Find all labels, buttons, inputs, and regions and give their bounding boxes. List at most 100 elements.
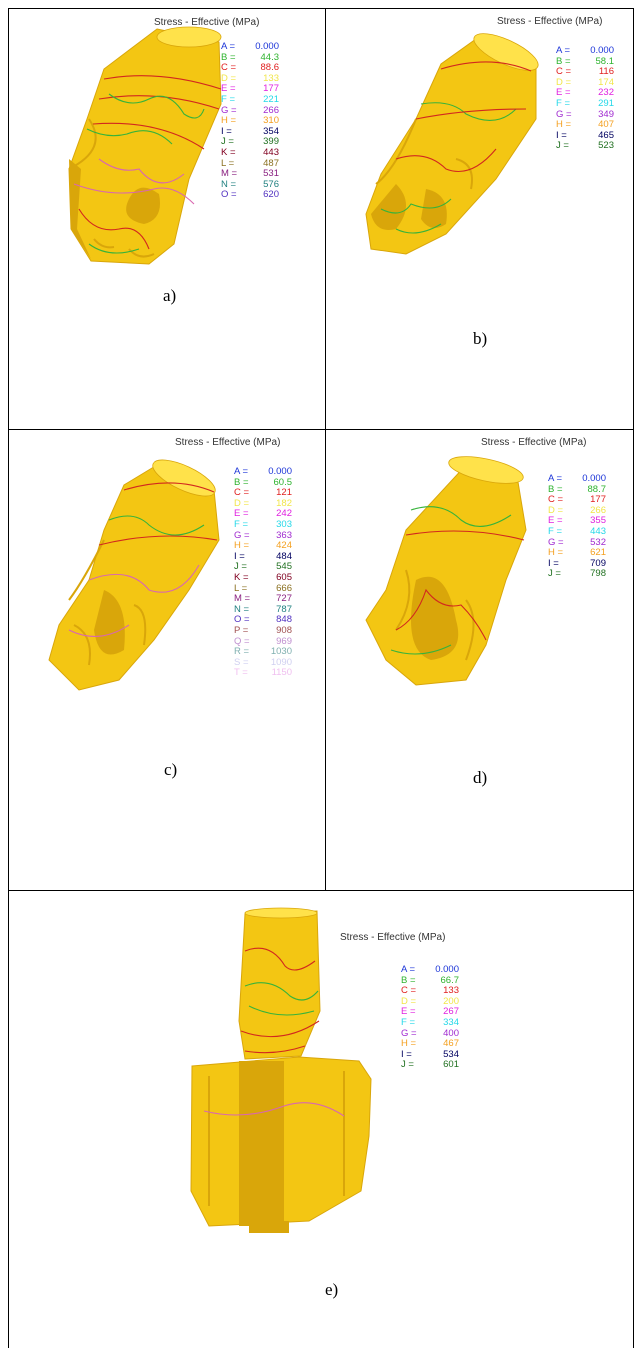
legend-value: 424	[276, 540, 292, 552]
legend-key: B =	[234, 476, 249, 488]
legend-value: 133	[263, 72, 279, 84]
border-right	[633, 8, 634, 1348]
legend-value: 399	[263, 136, 279, 148]
legend-value: 848	[276, 614, 292, 626]
legend-row: H =310	[221, 116, 279, 127]
legend-value: 266	[590, 504, 606, 516]
panel-title-d: Stress - Effective (MPa)	[481, 437, 587, 448]
legend-value: 465	[598, 129, 614, 141]
legend-key: F =	[221, 93, 235, 105]
legend-row: J =601	[401, 1060, 459, 1071]
legend-row: D = 200	[401, 995, 459, 1008]
legend-value: 400	[443, 1027, 459, 1039]
legend-key: F =	[401, 1016, 415, 1028]
legend-row: A =0.000	[221, 41, 279, 53]
legend-row: D =174	[556, 77, 614, 89]
legend-key: J =	[234, 561, 247, 573]
legend-row: H = 621	[548, 548, 606, 559]
legend-row: K =605	[234, 572, 292, 584]
divider-row-1	[8, 429, 634, 430]
legend-key: D =	[234, 497, 250, 509]
legend-row: F =291	[556, 98, 614, 110]
legend-row: F =443	[548, 525, 606, 538]
legend-value: 116	[598, 66, 614, 78]
legend-row: E =355	[548, 516, 606, 527]
legend-key: G =	[234, 529, 250, 541]
border-left	[8, 8, 9, 1348]
legend-row: L =666	[234, 582, 292, 595]
legend-key: F =	[548, 525, 562, 537]
legend-row: G =532	[548, 536, 606, 549]
legend-row: R =1030	[234, 646, 292, 658]
legend-row: H =424	[234, 541, 292, 552]
legend-row: C =177	[548, 495, 606, 506]
stress-model-e	[190, 907, 372, 1233]
legend-key: T =	[234, 667, 248, 679]
divider-column	[325, 8, 326, 890]
legend-key: A =	[556, 45, 570, 56]
legend-value: 121	[276, 487, 292, 499]
legend-key: J =	[221, 136, 234, 148]
legend-row: H =467	[401, 1039, 459, 1050]
legend-key: B =	[401, 974, 416, 986]
legend-value: 621	[590, 547, 606, 559]
legend-value: 787	[276, 603, 292, 615]
legend-row: F =221	[221, 93, 279, 106]
caption-d: d)	[473, 768, 488, 787]
legend-key: D =	[401, 995, 417, 1007]
legend-row: N = 787	[234, 603, 292, 616]
legend-value: 133	[443, 985, 459, 997]
caption-b: b)	[473, 329, 488, 348]
legend-row: P =908	[234, 624, 292, 637]
legend-row: C =133	[401, 986, 459, 997]
legend-row: N =576	[221, 179, 279, 191]
legend-key: G =	[221, 104, 237, 116]
legend-value: 620	[263, 189, 279, 201]
legend-row: F =303	[234, 519, 292, 531]
caption-a: a)	[163, 286, 177, 305]
legend-key: O =	[221, 189, 237, 201]
legend-row: B =66.7	[401, 974, 459, 987]
legend-row: I =354	[221, 125, 279, 138]
legend-key: H =	[221, 115, 237, 127]
legend-key: Q =	[234, 635, 250, 647]
legend-row: G =363	[234, 529, 292, 542]
legend-row: T =1150	[234, 668, 292, 679]
legend-row: E =267	[401, 1007, 459, 1018]
legend-value: 349	[598, 108, 614, 120]
legend-key: M =	[221, 168, 238, 180]
legend-row: J = 399	[221, 137, 279, 148]
legend-row: O = 848	[234, 615, 292, 626]
legend-key: I =	[221, 125, 232, 137]
legend-key: O =	[234, 614, 250, 626]
legend-key: N =	[234, 603, 250, 615]
legend-key: H =	[548, 547, 564, 559]
legend-value: 355	[590, 515, 606, 527]
legend-value: 88.7	[587, 483, 607, 495]
legend-row: J =798	[548, 569, 606, 580]
legend-value: 0.000	[582, 473, 606, 484]
legend-key: P =	[234, 624, 249, 636]
legend-value: 545	[276, 561, 292, 573]
legend-row: I =534	[401, 1049, 459, 1061]
legend-key: A =	[401, 964, 415, 975]
legend-value: 601	[443, 1059, 459, 1071]
legend-key: D =	[548, 504, 564, 516]
legend-value: 177	[590, 494, 606, 506]
legend-value: 200	[443, 995, 459, 1007]
legend-value: 44.3	[260, 51, 280, 63]
legend-key: K =	[221, 146, 236, 158]
panel-title-e: Stress - Effective (MPa)	[340, 932, 446, 943]
legend-row: G =266	[221, 104, 279, 117]
legend-key: E =	[556, 87, 571, 99]
legend-key: I =	[234, 550, 245, 562]
legend-value: 484	[276, 550, 292, 562]
legend-value: 0.000	[255, 41, 279, 52]
legend-value: 532	[590, 536, 606, 548]
legend-value: 666	[276, 582, 292, 594]
